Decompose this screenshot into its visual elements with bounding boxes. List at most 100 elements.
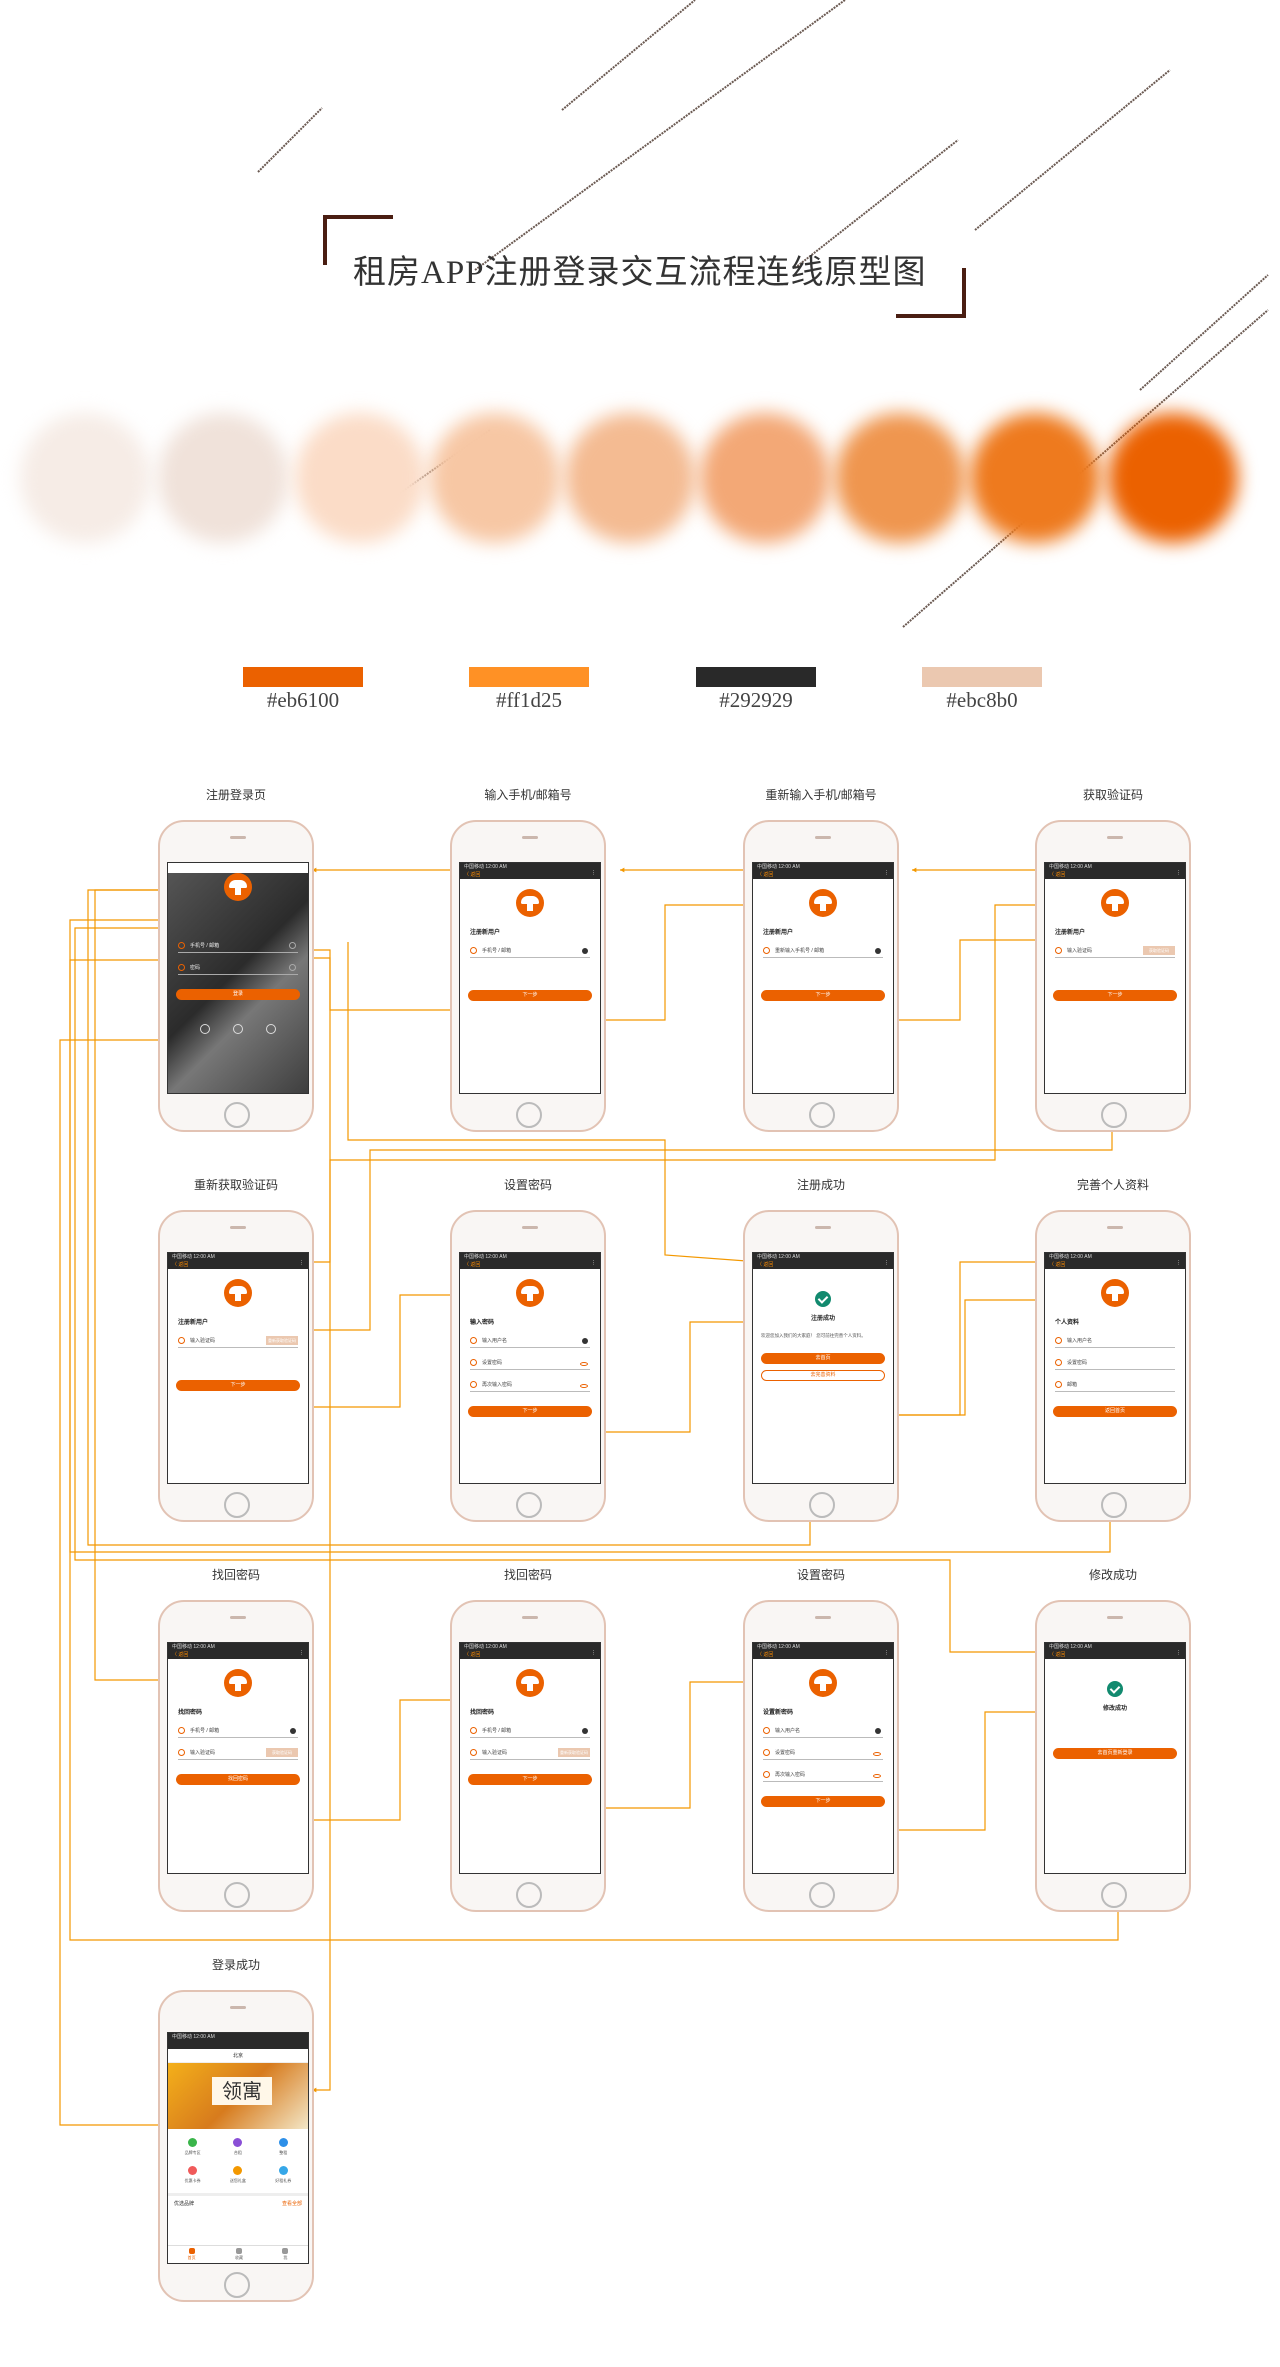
input-field[interactable]: 设置密码 xyxy=(1055,1356,1175,1370)
input-field[interactable]: 手机号 / 邮箱 xyxy=(470,1724,590,1738)
input-field[interactable]: 输入验证码获取验证码 xyxy=(178,1746,298,1760)
back-button[interactable]: 〈 返回 xyxy=(1049,1262,1066,1268)
input-field[interactable]: 输入用户名 xyxy=(1055,1334,1175,1348)
weibo-icon[interactable] xyxy=(266,1024,277,1034)
clear-icon[interactable] xyxy=(582,948,588,954)
phone-input[interactable]: 手机号 / 邮箱 xyxy=(178,939,298,953)
flow-connector xyxy=(305,1035,1113,1331)
eye-icon[interactable] xyxy=(580,1384,588,1388)
tab-me[interactable]: 我 xyxy=(282,2248,289,2263)
back-button[interactable]: 〈 返回 xyxy=(172,1262,189,1268)
back-button[interactable]: 〈 返回 xyxy=(464,1652,481,1658)
action-button[interactable]: 去首页重新登录 xyxy=(1053,1748,1177,1759)
get-code-button[interactable]: 重新获取验证码 xyxy=(558,1748,590,1757)
tab-home[interactable]: 首页 xyxy=(188,2248,196,2263)
input-field[interactable]: 输入用户名 xyxy=(470,1334,590,1348)
wechat-icon[interactable] xyxy=(232,1024,243,1034)
clear-icon[interactable] xyxy=(582,1338,588,1344)
back-button[interactable]: 〈 返回 xyxy=(757,1652,774,1658)
input-field[interactable]: 重新输入手机号 / 邮箱 xyxy=(763,944,883,958)
eye-icon[interactable] xyxy=(580,1362,588,1366)
more-icon[interactable]: ⋮ xyxy=(884,1650,889,1656)
screen-label: 找回密码 xyxy=(503,1568,552,1582)
phone-mockup: 中国移动 12:00 AM〈 返回⋮找回密码手机号 / 邮箱输入验证码重新获取验… xyxy=(450,1600,606,1912)
screen-label: 获取验证码 xyxy=(1082,788,1143,802)
view-all-link[interactable]: 查看全部 xyxy=(281,2201,302,2207)
qq-icon[interactable] xyxy=(199,1024,210,1034)
flow-connector xyxy=(890,1299,1050,1416)
category-item[interactable]: 好租礼券 xyxy=(261,2161,306,2189)
clear-icon[interactable] xyxy=(875,948,881,954)
action-button[interactable]: 下一步 xyxy=(176,1380,300,1391)
back-button[interactable]: 〈 返回 xyxy=(1049,872,1066,878)
input-field[interactable]: 设置密码 xyxy=(763,1746,883,1760)
more-icon[interactable]: ⋮ xyxy=(1176,870,1181,876)
input-field[interactable]: 输入验证码重新获取验证码 xyxy=(470,1746,590,1760)
input-field[interactable]: 输入验证码获取验证码 xyxy=(1055,944,1175,958)
tab-favorites[interactable]: 收藏 xyxy=(235,2248,243,2263)
action-button[interactable]: 找回密码 xyxy=(176,1774,300,1785)
more-icon[interactable]: ⋮ xyxy=(884,1260,889,1266)
section-header: 优选品牌查看全部 xyxy=(168,2193,308,2211)
action-button[interactable]: 去完善资料 xyxy=(761,1370,885,1381)
more-icon[interactable]: ⋮ xyxy=(299,1260,304,1266)
clear-icon[interactable] xyxy=(875,1728,881,1734)
get-code-button[interactable]: 获取验证码 xyxy=(266,1748,298,1757)
action-button[interactable]: 下一步 xyxy=(468,1406,592,1417)
clear-icon[interactable] xyxy=(289,942,296,949)
more-icon[interactable]: ⋮ xyxy=(591,1260,596,1266)
more-icon[interactable]: ⋮ xyxy=(591,1650,596,1656)
input-field[interactable]: 再次输入密码 xyxy=(763,1768,883,1782)
back-button[interactable]: 〈 返回 xyxy=(757,1262,774,1268)
page-title: 租房APP注册登录交互流程连线原型图 xyxy=(353,255,927,291)
status-bar: 中国移动 12:00 AM xyxy=(168,2033,308,2049)
get-code-button[interactable]: 重新获取验证码 xyxy=(266,1336,298,1345)
back-button[interactable]: 〈 返回 xyxy=(464,1262,481,1268)
status-bar: 中国移动 12:00 AM〈 返回⋮ xyxy=(753,1253,893,1269)
input-field[interactable]: 设置密码 xyxy=(470,1356,590,1370)
back-button[interactable]: 〈 返回 xyxy=(757,872,774,878)
eye-icon[interactable] xyxy=(873,1774,881,1778)
input-field[interactable]: 手机号 / 邮箱 xyxy=(178,1724,298,1738)
more-icon[interactable]: ⋮ xyxy=(591,870,596,876)
category-item[interactable]: 合租 xyxy=(215,2133,260,2161)
eye-icon[interactable] xyxy=(289,964,296,971)
action-button[interactable]: 返回首页 xyxy=(1053,1406,1177,1417)
action-button[interactable]: 下一步 xyxy=(468,990,592,1001)
action-button[interactable]: 下一步 xyxy=(468,1774,592,1785)
color-swatch xyxy=(469,667,589,687)
mushroom-logo-icon xyxy=(1101,889,1129,917)
flow-connector xyxy=(595,1321,765,1433)
clear-icon[interactable] xyxy=(582,1728,588,1734)
more-icon[interactable]: ⋮ xyxy=(1176,1650,1181,1656)
field-icon xyxy=(1055,1359,1062,1366)
action-button[interactable]: 去首页 xyxy=(761,1353,885,1364)
input-field[interactable]: 输入用户名 xyxy=(763,1724,883,1738)
back-button[interactable]: 〈 返回 xyxy=(172,1652,189,1658)
category-item[interactable]: 整租 xyxy=(261,2133,306,2161)
action-button[interactable]: 下一步 xyxy=(1053,990,1177,1001)
more-icon[interactable]: ⋮ xyxy=(1176,1260,1181,1266)
input-field[interactable]: 再次输入密码 xyxy=(470,1378,590,1392)
input-field[interactable]: 手机号 / 邮箱 xyxy=(470,944,590,958)
category-item[interactable]: 优惠卡券 xyxy=(170,2161,215,2189)
more-icon[interactable]: ⋮ xyxy=(299,1650,304,1656)
password-input[interactable]: 密码 xyxy=(178,961,298,975)
city-selector[interactable]: 北京 xyxy=(168,2049,308,2063)
decorative-diagonal-line xyxy=(974,69,1171,231)
home-banner[interactable]: 领寓 xyxy=(168,2063,308,2129)
category-item[interactable]: 品牌专区 xyxy=(170,2133,215,2161)
category-item[interactable]: 送您礼盒 xyxy=(215,2161,260,2189)
action-button[interactable]: 下一步 xyxy=(761,990,885,1001)
action-button[interactable]: 下一步 xyxy=(761,1796,885,1807)
eye-icon[interactable] xyxy=(873,1752,881,1756)
more-icon[interactable]: ⋮ xyxy=(884,870,889,876)
input-field[interactable]: 输入验证码重新获取验证码 xyxy=(178,1334,298,1348)
get-code-button[interactable]: 获取验证码 xyxy=(1143,946,1175,955)
clear-icon[interactable] xyxy=(290,1728,296,1734)
input-field[interactable]: 邮箱 xyxy=(1055,1378,1175,1392)
action-button[interactable]: 登录 xyxy=(176,989,300,1000)
back-button[interactable]: 〈 返回 xyxy=(464,872,481,878)
screen-label: 重新输入手机/邮箱号 xyxy=(765,788,877,802)
back-button[interactable]: 〈 返回 xyxy=(1049,1652,1066,1658)
